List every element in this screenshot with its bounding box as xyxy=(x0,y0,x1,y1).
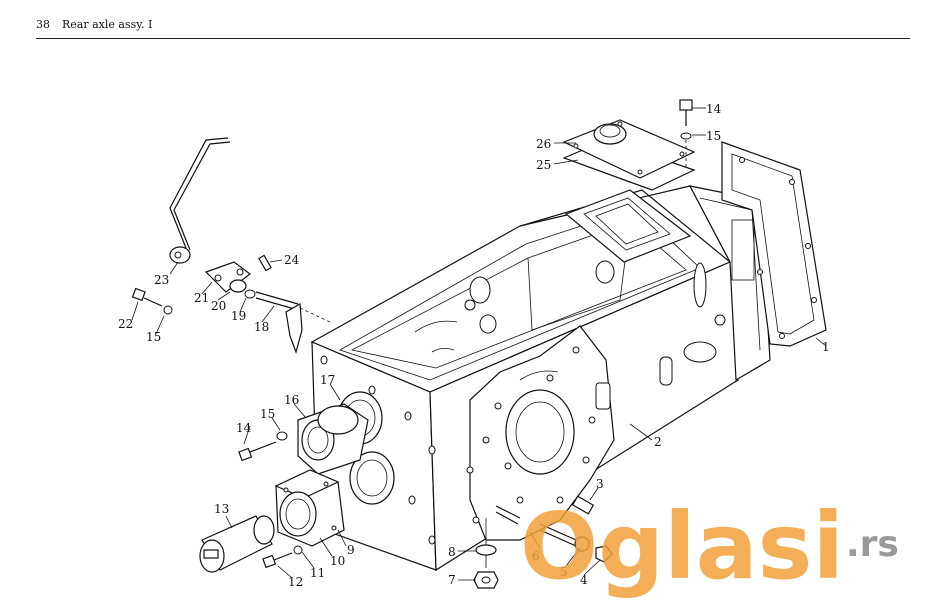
callout: 18 xyxy=(254,320,269,334)
callout: 4 xyxy=(580,573,588,587)
callout: 17 xyxy=(320,373,335,387)
callout: 3 xyxy=(596,477,604,491)
callout: 10 xyxy=(330,554,345,568)
flange-bolt-holes xyxy=(466,346,596,524)
callout: 14 xyxy=(706,102,722,116)
watermark-tld: .rs xyxy=(846,524,899,565)
end-face-holes xyxy=(320,355,436,545)
callout: 25 xyxy=(536,158,551,172)
callout: 15 xyxy=(260,407,275,421)
watermark: Oglasi .rs xyxy=(520,493,899,600)
callout: 6 xyxy=(532,549,540,563)
bolt-washer-lower xyxy=(262,545,303,569)
flange-housing xyxy=(274,469,345,547)
callout: 8 xyxy=(448,545,456,559)
callout: 5 xyxy=(560,565,568,579)
callout: 23 xyxy=(154,273,169,287)
callout: 11 xyxy=(310,566,325,580)
part-callouts: 1 2 3 4 5 6 7 8 9 10 11 12 13 14 14 15 1… xyxy=(118,102,830,589)
top-bolt-washer xyxy=(679,99,693,168)
lever-rod-assembly xyxy=(131,137,331,354)
callout: 21 xyxy=(194,291,209,305)
callout: 20 xyxy=(211,299,226,313)
page-number: 38 xyxy=(36,18,50,31)
callout: 15 xyxy=(146,330,161,344)
leader-lines xyxy=(131,107,827,581)
page-title: Rear axle assy. I xyxy=(62,18,153,31)
callout: 19 xyxy=(231,309,246,323)
callout: 13 xyxy=(214,502,229,516)
callout: 1 xyxy=(822,340,830,354)
callout: 15 xyxy=(706,129,721,143)
rear-axle-housing xyxy=(310,185,771,572)
callout: 12 xyxy=(288,575,303,589)
page-header: 38 Rear axle assy. I xyxy=(36,14,910,39)
gasket xyxy=(721,141,827,347)
callout: 24 xyxy=(284,253,300,267)
watermark-brand: Oglasi xyxy=(520,493,844,600)
callout: 26 xyxy=(536,137,551,151)
bearing-cover xyxy=(238,403,369,475)
top-cover-assembly xyxy=(562,119,696,191)
callout: 9 xyxy=(347,543,355,557)
callout: 16 xyxy=(284,393,299,407)
callout: 7 xyxy=(448,573,456,587)
callout: 22 xyxy=(118,317,133,331)
callout: 14 xyxy=(236,421,252,435)
cylinder-part xyxy=(199,515,275,573)
callout: 2 xyxy=(654,435,662,449)
studs-and-nuts xyxy=(473,495,613,589)
